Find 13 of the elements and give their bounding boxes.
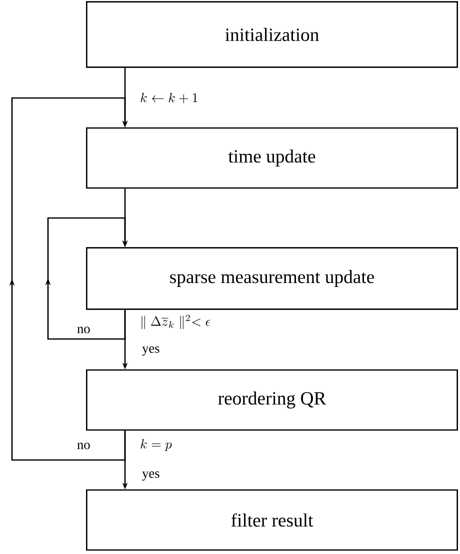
arrow	[9, 97, 128, 461]
condition-label: $k \leftarrow k+1$	[140, 92, 198, 104]
edge-label: no	[77, 442, 90, 450]
edge-label: yes	[142, 471, 160, 481]
edge-label: no	[77, 326, 90, 334]
process-box: time update	[86, 127, 458, 189]
condition-label: $k = p$	[140, 439, 172, 451]
process-box: sparse measurement update	[86, 247, 458, 310]
arrow	[45, 217, 128, 340]
process-box: filter result	[86, 489, 458, 551]
process-box: initialization	[86, 1, 458, 68]
process-box: reordering QR	[86, 369, 458, 431]
edge-label: yes	[142, 346, 160, 356]
